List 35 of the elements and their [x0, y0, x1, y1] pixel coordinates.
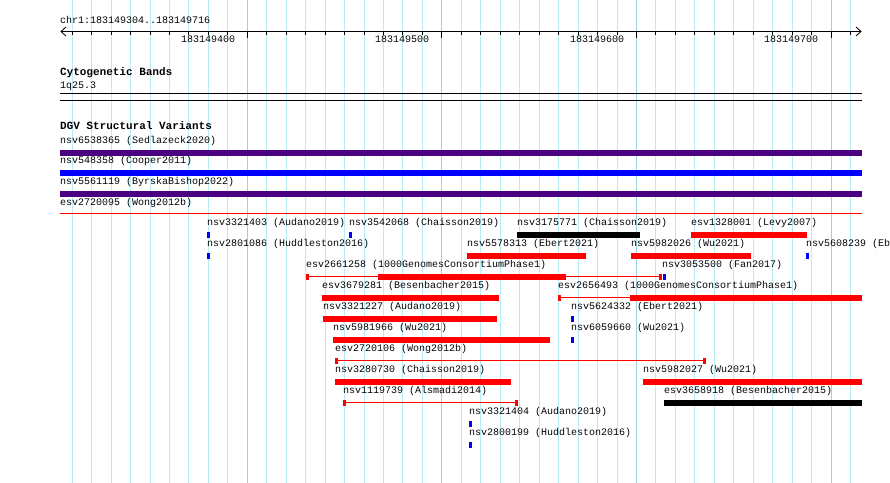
variant-label: nsv5608239 (Eb	[806, 239, 890, 251]
variant-label: nsv6538365 (Sedlazeck2020)	[60, 136, 216, 148]
variant-label: esv2661258 (1000GenomesConsortiumPhase1)	[306, 260, 546, 272]
variant-label: nsv2801086 (Huddleston2016)	[207, 239, 370, 251]
variant-label: nsv3321227 (Audano2019)	[323, 302, 462, 314]
variant-label: esv3658918 (Besenbacher2015)	[664, 386, 832, 398]
variant-label: nsv3321403 (Audano2019)	[207, 218, 346, 230]
variant-label: esv1328001 (Levy2007)	[691, 218, 818, 230]
track-title: DGV Structural Variants	[60, 121, 212, 133]
variant-label: esv2720095 (Wong2012b)	[60, 198, 192, 210]
variant-label: nsv5578313 (Ebert2021)	[467, 239, 600, 251]
ruler-tick-label: 183149400	[181, 35, 236, 47]
variant-label: nsv5624332 (Ebert2021)	[571, 302, 704, 314]
track-title: Cytogenetic Bands	[60, 67, 172, 79]
variant-label: nsv1119739 (Alsmadi2014)	[343, 386, 488, 398]
variant-label: nsv5981966 (Wu2021)	[333, 323, 448, 335]
variant-label: nsv6059660 (Wu2021)	[571, 323, 686, 335]
ruler-tick-label: 183149500	[375, 35, 430, 47]
variant-label: nsv548358 (Cooper2011)	[60, 156, 192, 168]
ruler-tick-label: 183149600	[570, 35, 624, 47]
variant-label: nsv5561119 (ByrskaBishop2022)	[60, 177, 234, 189]
variant-label: nsv3321404 (Audano2019)	[469, 407, 608, 419]
variant-label: esv2720106 (Wong2012b)	[335, 344, 468, 356]
variant-label: nsv3542068 (Chaisson2019)	[349, 218, 500, 230]
variant-label: nsv5982026 (Wu2021)	[631, 239, 746, 251]
variant-label: esv2656493 (1000GenomesConsortiumPhase1)	[558, 281, 798, 293]
variant-label: esv3679281 (Besenbacher2015)	[322, 281, 490, 293]
ruler-tick-label: chr1:183149304..183149716	[60, 16, 210, 28]
variant-label: nsv5982027 (Wu2021)	[643, 365, 758, 377]
ruler-tick-label: 183149700	[764, 35, 818, 47]
variant-label: nsv3175771 (Chaisson2019)	[517, 218, 668, 230]
band-label: 1q25.3	[60, 81, 96, 93]
variant-label: nsv2800199 (Huddleston2016)	[469, 428, 632, 440]
variant-label: nsv3280730 (Chaisson2019)	[335, 365, 486, 377]
variant-label: nsv3053500 (Fan2017)	[662, 260, 782, 272]
